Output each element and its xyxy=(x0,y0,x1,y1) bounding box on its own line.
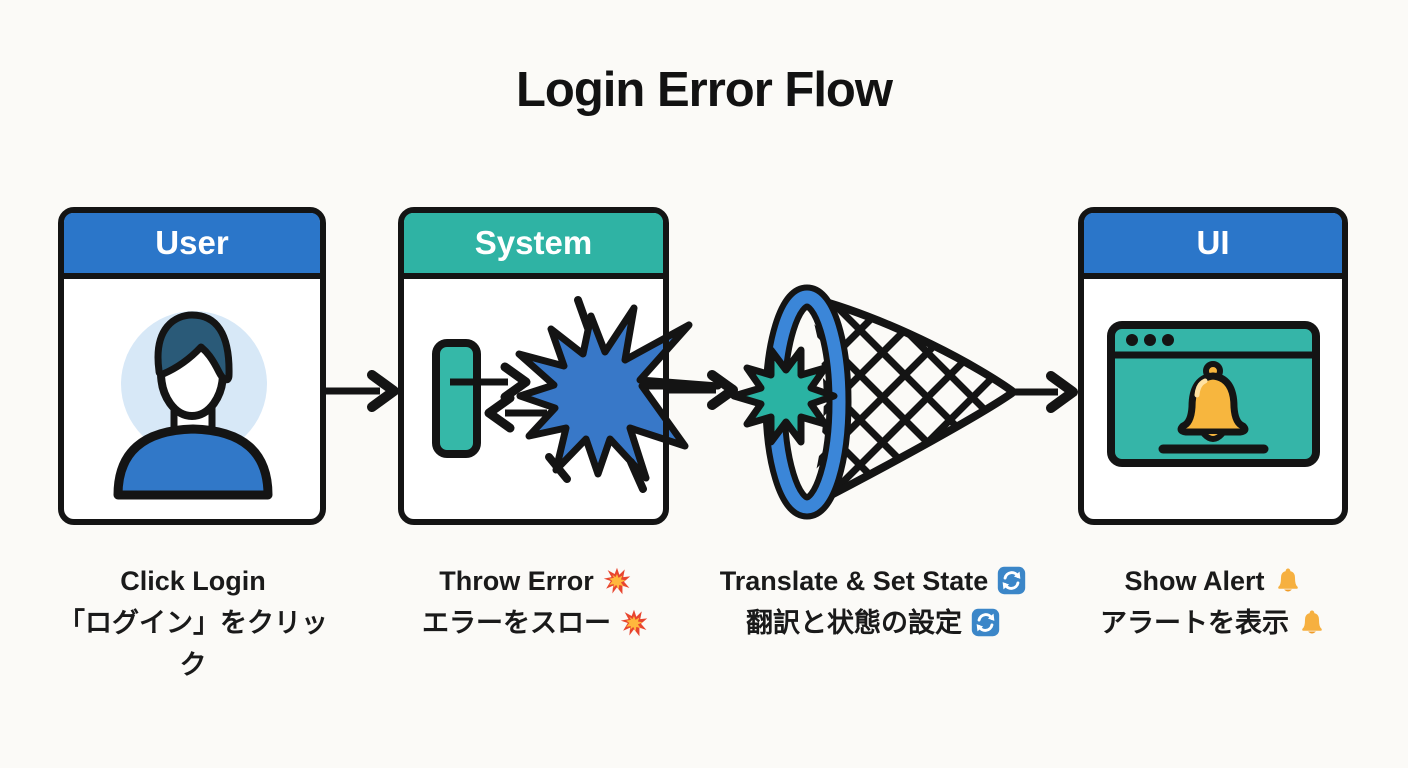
avatar-hair xyxy=(154,311,233,384)
avatar-shoulders xyxy=(113,424,273,500)
arrow-system-to-catch xyxy=(667,370,738,410)
card-ui-body xyxy=(1084,279,1342,519)
card-ui-header-label: UI xyxy=(1196,224,1230,261)
arrow-user-to-system xyxy=(326,370,399,412)
caption-system-en: Throw Error xyxy=(390,560,680,602)
bell-emoji-icon xyxy=(1277,568,1298,592)
arrow-catch-to-ui xyxy=(1010,371,1078,413)
caption-ui-ja: アラートを表示 xyxy=(1068,602,1358,644)
card-system-header-label: System xyxy=(474,224,593,261)
card-user-header-label: User xyxy=(155,224,229,261)
counterclockwise-arrows-emoji-icon xyxy=(971,608,1000,637)
net-cone-edges xyxy=(804,293,1016,511)
page-title: Login Error Flow xyxy=(516,63,893,117)
caption-user: Click Login 「ログイン」をクリック xyxy=(48,560,338,686)
caption-system: Throw Error エラーをスロー xyxy=(390,560,680,644)
collision-emoji-icon xyxy=(603,567,630,595)
caption-user-ja: 「ログイン」をクリック xyxy=(58,608,328,680)
caption-ui: Show Alert アラートを表示 xyxy=(1068,560,1358,644)
net-ring xyxy=(762,284,852,520)
card-user-header: User xyxy=(64,213,320,279)
card-system-header: System xyxy=(404,213,663,279)
counterclockwise-arrows-emoji-icon xyxy=(998,566,1026,595)
caught-error-star xyxy=(730,346,838,446)
card-system: System xyxy=(398,207,669,525)
card-ui-header: UI xyxy=(1084,213,1342,279)
bell-icon xyxy=(1177,361,1249,442)
caption-catch-ja: 翻訳と状態の設定 xyxy=(688,602,1058,644)
browser-dots xyxy=(1126,334,1174,346)
caption-catch: Translate & Set State 翻訳と状態の設定 xyxy=(688,560,1058,644)
card-ui: UI xyxy=(1078,207,1348,525)
browser-alert-bell-icon xyxy=(1107,321,1320,467)
card-user-body xyxy=(64,279,320,519)
caption-system-ja: エラーをスロー xyxy=(390,602,680,644)
card-system-body xyxy=(404,279,663,519)
caption-ui-en: Show Alert xyxy=(1068,560,1358,602)
user-avatar-icon xyxy=(113,311,273,500)
caption-user-en: Click Login xyxy=(120,566,266,596)
card-user: User xyxy=(58,207,326,525)
collision-emoji-icon xyxy=(620,609,648,637)
bell-emoji-icon xyxy=(1302,610,1322,634)
caption-catch-en: Translate & Set State xyxy=(688,560,1058,602)
